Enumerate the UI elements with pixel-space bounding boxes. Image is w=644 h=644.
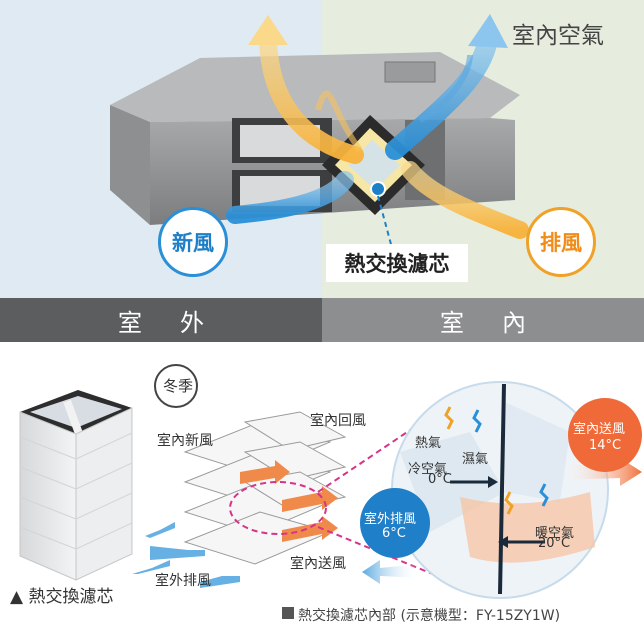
zoom-humid-air: 濕氣 (462, 452, 489, 467)
footnote: 熱交換濾芯內部 (示意機型：FY-15ZY1W) (298, 608, 561, 624)
supply-bubble (568, 398, 642, 472)
exhaust-arrow-1 (259, 31, 364, 164)
core-label-box: 熱交換濾芯 (326, 244, 468, 282)
season-badge-label: 冬季 (163, 377, 194, 395)
orange-flow-arrows (240, 460, 338, 542)
flow-label-outdoor-exhaust: 室外排風 (155, 573, 211, 589)
fresh-arrow-1 (226, 171, 354, 224)
exhaust-bubble-temp: 6°C (382, 526, 406, 541)
exhaust-arrow-2 (401, 161, 529, 239)
zoom-warm-air: 暖空氣 (535, 526, 575, 541)
core-marker (370, 181, 386, 197)
zoom-source-ring (229, 481, 327, 535)
zoom-hot-air: 熱氣 (415, 436, 442, 451)
pleated-exchanger (183, 411, 347, 565)
zoom-cold-temp: 0°C (428, 472, 452, 487)
fresh-air-label: 新風 (172, 231, 214, 255)
zoom-cold-air: 冷空氣 (408, 462, 448, 477)
outdoor-bar-label: 室外 (118, 308, 242, 337)
flow-label-indoor-return: 室內回風 (310, 413, 366, 429)
fresh-air-badge: 新風 (158, 207, 228, 277)
heat-exchange-diagram (19, 364, 642, 619)
flow-label-indoor-supply: 室內送風 (290, 556, 346, 572)
zoom-divider (498, 383, 506, 595)
ventilation-unit-illustration (110, 14, 529, 249)
exhaust-out-arrow (362, 560, 420, 584)
season-badge (154, 364, 198, 408)
core-caption: ▲ 熱交換濾芯 (10, 587, 114, 607)
fresh-arrow-2 (385, 30, 498, 160)
exhaust-badge: 排風 (526, 207, 596, 277)
core-label: 熱交換濾芯 (344, 252, 450, 276)
indoor-air-label: 室內空氣 (512, 23, 604, 49)
blue-flow-arrows (132, 522, 240, 588)
supply-bubble-label: 室內送風 (573, 422, 626, 437)
filter-cube-left (19, 411, 77, 581)
supply-bubble-temp: 14°C (589, 438, 622, 453)
port-top (384, 61, 436, 83)
exhaust-label: 排風 (540, 231, 582, 255)
filter-cube-right (75, 407, 133, 581)
indoor-bar-label: 室內 (440, 308, 564, 337)
flow-label-indoor-fresh: 室內新風 (157, 433, 213, 449)
unit-front (110, 105, 150, 225)
zoom-warm-temp: 20°C (538, 536, 571, 551)
indoor-bar: 室內 (322, 298, 644, 342)
outdoor-bar: 室外 (0, 298, 322, 342)
exhaust-bubble-label: 室外排風 (364, 512, 417, 527)
exhaust-bubble (360, 488, 430, 558)
